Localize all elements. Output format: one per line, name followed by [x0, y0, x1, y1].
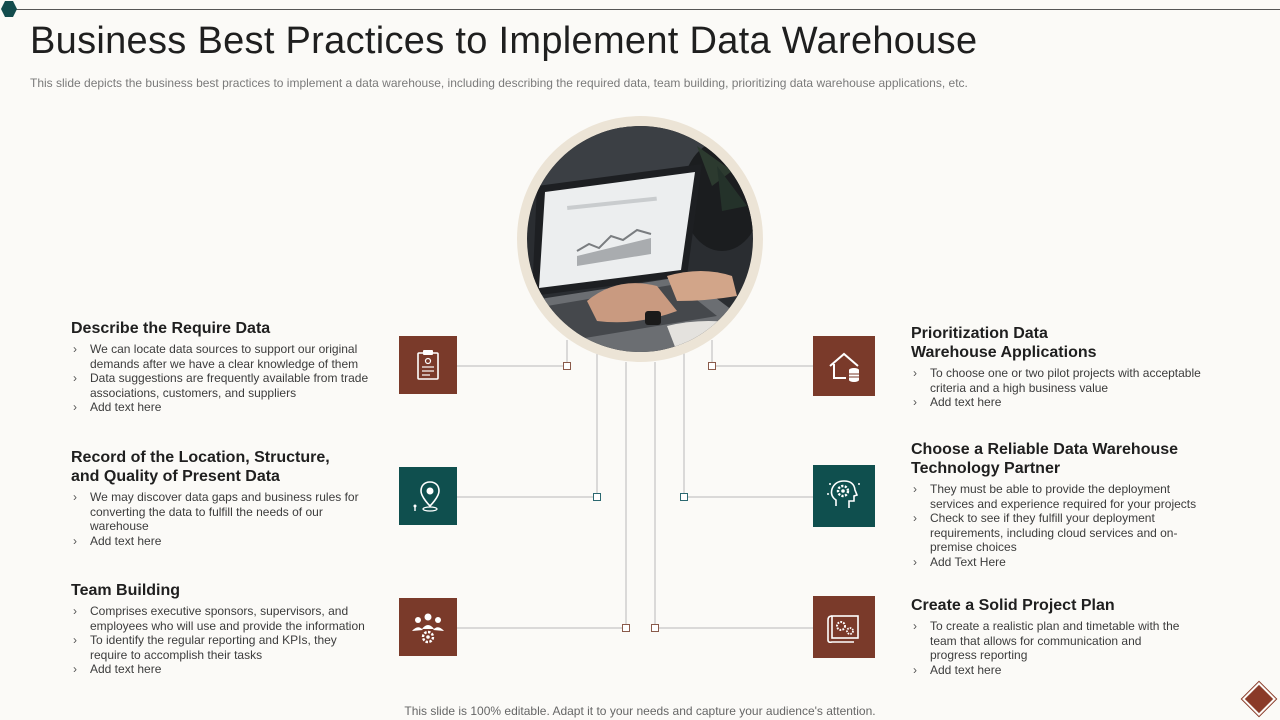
top-rule [10, 9, 1280, 10]
slide-title: Business Best Practices to Implement Dat… [30, 20, 978, 62]
connector-node [708, 362, 716, 370]
bullet-item: We may discover data gaps and business r… [71, 490, 371, 534]
practice-bullets: To create a realistic plan and timetable… [911, 619, 1181, 677]
connector-node [593, 493, 601, 501]
practice-heading: Describe the Require Data [71, 320, 271, 337]
practice-heading: Prioritization Data Warehouse Applicatio… [911, 325, 1097, 361]
practice-heading: Create a Solid Project Plan [911, 597, 1115, 614]
bullet-item: They must be able to provide the deploym… [911, 482, 1211, 511]
blueprint-gears-icon [813, 596, 875, 658]
bullet-item: Comprises executive sponsors, supervisor… [71, 604, 371, 633]
practice-technology-partner: Choose a Reliable Data Warehouse Technol… [911, 440, 1211, 569]
practice-team-building: Team Building Comprises executive sponso… [71, 581, 371, 677]
bullet-item: To create a realistic plan and timetable… [911, 619, 1181, 663]
laptop-photo [527, 126, 753, 352]
slide-footer: This slide is 100% editable. Adapt it to… [404, 704, 876, 718]
connector-node [622, 624, 630, 632]
practice-bullets: We may discover data gaps and business r… [71, 490, 371, 548]
house-database-icon [813, 336, 875, 396]
practice-bullets: Comprises executive sponsors, supervisor… [71, 604, 371, 677]
bullet-item: Add Text Here [911, 555, 1211, 570]
corner-hexagon-icon [1, 1, 17, 17]
practice-describe-data: Describe the Require Data We can locate … [71, 319, 371, 415]
bullet-item: Add text here [71, 662, 371, 677]
bullet-item: To identify the regular reporting and KP… [71, 633, 371, 662]
bullet-item: Add text here [911, 395, 1211, 410]
head-gear-icon [813, 465, 875, 527]
practice-record-location: Record of the Location, Structure, and Q… [71, 448, 371, 548]
practice-bullets: To choose one or two pilot projects with… [911, 366, 1211, 410]
bullet-item: Add text here [71, 400, 371, 415]
connector-node [651, 624, 659, 632]
bullet-item: To choose one or two pilot projects with… [911, 366, 1211, 395]
slide-subtitle: This slide depicts the business best pra… [30, 76, 968, 90]
practice-bullets: We can locate data sources to support ou… [71, 342, 371, 415]
bullet-item: Add text here [911, 663, 1181, 678]
practice-heading: Choose a Reliable Data Warehouse Technol… [911, 441, 1179, 477]
practice-heading: Team Building [71, 582, 181, 599]
practice-heading: Record of the Location, Structure, and Q… [71, 449, 330, 485]
clipboard-icon [399, 336, 457, 394]
connector-node [680, 493, 688, 501]
connector-node [563, 362, 571, 370]
practice-project-plan: Create a Solid Project Plan To create a … [911, 596, 1181, 677]
bullet-item: Add text here [71, 534, 371, 549]
location-pin-icon [399, 467, 457, 525]
bullet-item: Check to see if they fulfill your deploy… [911, 511, 1211, 555]
practice-bullets: They must be able to provide the deploym… [911, 482, 1211, 569]
team-gear-icon [399, 598, 457, 656]
bullet-item: Data suggestions are frequently availabl… [71, 371, 371, 400]
bullet-item: We can locate data sources to support ou… [71, 342, 371, 371]
practice-prioritization: Prioritization Data Warehouse Applicatio… [911, 324, 1211, 410]
